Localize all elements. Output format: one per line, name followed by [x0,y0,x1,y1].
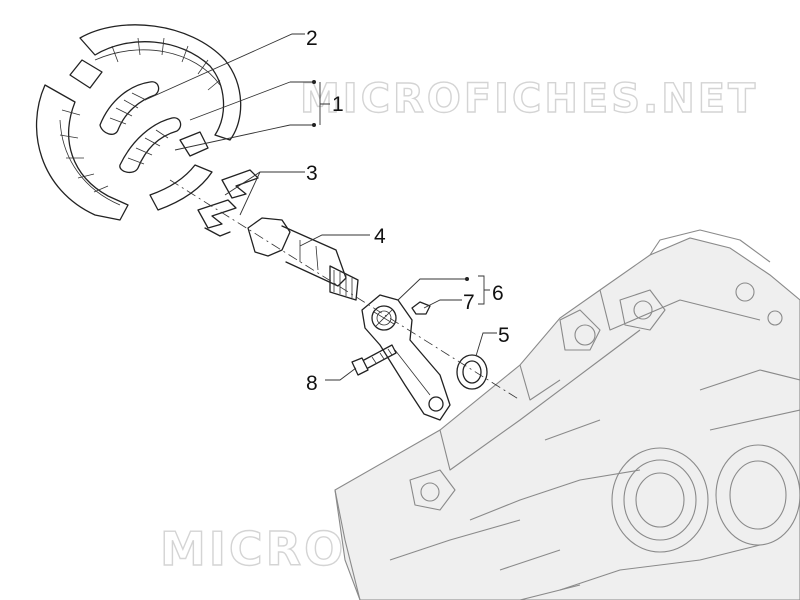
callout-2: 2 [306,27,318,50]
callout-7: 7 [463,291,475,314]
callout-1: 1 [332,93,344,116]
brake-shoe-assembly [35,24,242,221]
callout-3: 3 [306,162,318,185]
brake-clips [197,169,259,237]
brake-camshaft [247,217,359,301]
brake-lever [361,294,451,421]
watermark-top: MICROFICHES.NET [300,76,758,122]
bolt [351,344,397,376]
leader-lines [144,33,497,381]
callout-5: 5 [498,324,510,347]
callout-6: 6 [492,282,504,305]
spring-clip [411,301,431,315]
assembly-axis [169,179,521,401]
callout-8: 8 [306,372,318,395]
washer-ring [456,354,488,390]
callout-4: 4 [374,225,386,248]
engine-crankcase [334,229,800,600]
